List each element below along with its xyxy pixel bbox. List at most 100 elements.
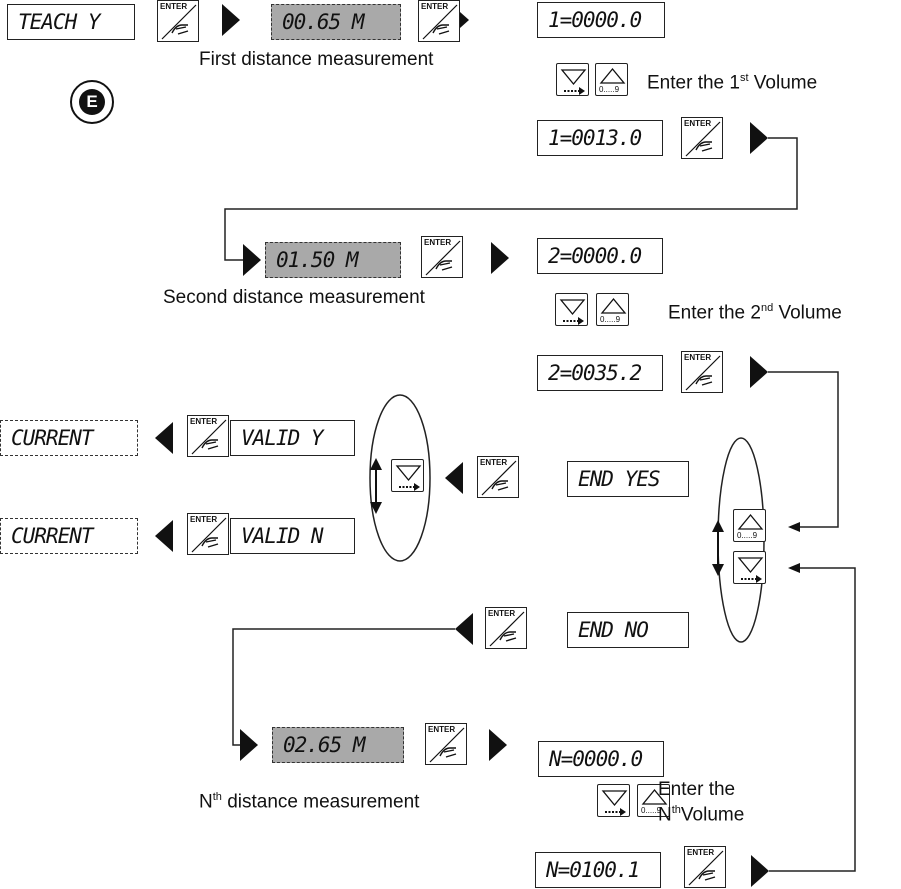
hand-icon [425,240,461,276]
vol1-label: Enter the 1st Volume [647,72,818,94]
up-increment-key[interactable]: 0.....9 [596,293,629,326]
enter-label: ENTER [684,353,712,362]
connector-line [224,137,798,261]
arrowhead [788,522,800,532]
enter-button[interactable]: ENTER [418,0,460,42]
arrow-right [222,4,240,36]
hand-icon [489,611,525,647]
lcd-meas-1: 00.65 M [271,4,401,40]
lcd-voln-init: N=0000.0 [538,741,664,777]
e-icon: E [70,80,114,124]
hand-icon [191,419,227,455]
nth-measurement-label: Nth distance measurement [199,791,420,813]
arrow-right [489,729,507,761]
enter-label: ENTER [480,458,508,467]
connector-line [768,371,839,528]
enter-label: ENTER [160,2,188,11]
lcd-meas-n: 02.65 M [272,727,404,763]
hand-icon [422,4,458,40]
down-shift-key[interactable] [733,551,766,584]
hand-icon [429,727,465,763]
up-arrow-icon [641,788,668,805]
enter-button[interactable]: ENTER [425,723,467,765]
up-increment-key[interactable]: 0.....9 [595,63,628,96]
enter-label: ENTER [190,417,218,426]
second-measurement-label: Second distance measurement [163,287,425,308]
down-arrow-icon [737,557,764,583]
arrow-right [491,242,509,274]
lcd-valid-y: VALID Y [230,420,355,456]
hand-icon [161,4,197,40]
hand-icon [481,460,517,496]
arrow-right [751,855,769,887]
first-measurement-label: First distance measurement [199,49,434,70]
enter-button[interactable]: ENTER [477,456,519,498]
down-arrow-icon [560,69,587,95]
lcd-meas-2: 01.50 M [265,242,401,278]
enter-label: ENTER [488,609,516,618]
enter-label: ENTER [421,2,449,11]
enter-button[interactable]: ENTER [684,846,726,888]
up-arrow-icon [600,297,627,314]
enter-button[interactable]: ENTER [421,236,463,278]
lcd-voln-set: N=0100.1 [535,852,661,888]
arrow-right [243,244,261,276]
up-increment-key[interactable]: 0.....9 [637,784,670,817]
connector-line [232,628,455,746]
down-shift-key[interactable] [391,459,424,492]
enter-label: ENTER [424,238,452,247]
down-shift-key[interactable] [556,63,589,96]
lcd-vol2-set: 2=0035.2 [537,355,663,391]
selection-loop [369,394,431,562]
down-arrow-icon [601,790,628,816]
connector-line [769,567,856,872]
enter-label: ENTER [428,725,456,734]
arrow-right [750,122,768,154]
arrowhead [788,563,800,573]
lcd-end-yes: END YES [567,461,689,497]
hand-icon [685,121,721,157]
lcd-teach: TEACH Y [7,4,135,40]
vol2-label: Enter the 2nd Volume [668,302,842,324]
lcd-current-2: CURRENT [0,518,138,554]
voln-label-line2: NthVolume [658,804,745,826]
enter-button[interactable]: ENTER [187,513,229,555]
arrow-left [445,462,463,494]
enter-button[interactable]: ENTER [681,117,723,159]
down-arrow-icon [395,465,422,491]
key-range-label: 0.....9 [737,531,758,540]
arrow-left [455,613,473,645]
hand-icon [191,517,227,553]
e-icon-letter: E [79,89,105,115]
arrow-right [750,356,768,388]
voln-label-line1: Enter the [658,779,736,800]
key-range-label: 0.....9 [599,85,620,94]
lcd-current-1: CURRENT [0,420,138,456]
down-shift-key[interactable] [597,784,630,817]
arrow-left [155,520,173,552]
enter-button[interactable]: ENTER [187,415,229,457]
arrow-left [155,422,173,454]
lcd-vol1-set: 1=0013.0 [537,120,663,156]
enter-label: ENTER [684,119,712,128]
lcd-vol1-init: 1=0000.0 [537,2,665,38]
lcd-vol2-init: 2=0000.0 [537,238,663,274]
up-arrow-icon [599,67,626,84]
enter-label: ENTER [687,848,715,857]
arrow-right [240,729,258,761]
hand-icon [685,355,721,391]
down-arrow-icon [559,299,586,325]
lcd-valid-n: VALID N [230,518,355,554]
lcd-end-no: END NO [567,612,689,648]
hand-icon [688,850,724,886]
enter-button[interactable]: ENTER [485,607,527,649]
key-range-label: 0.....9 [641,806,662,815]
up-increment-key[interactable]: 0.....9 [733,509,766,542]
enter-button[interactable]: ENTER [681,351,723,393]
key-range-label: 0.....9 [600,315,621,324]
down-shift-key[interactable] [555,293,588,326]
enter-label: ENTER [190,515,218,524]
enter-button[interactable]: ENTER [157,0,199,42]
up-arrow-icon [737,513,764,530]
